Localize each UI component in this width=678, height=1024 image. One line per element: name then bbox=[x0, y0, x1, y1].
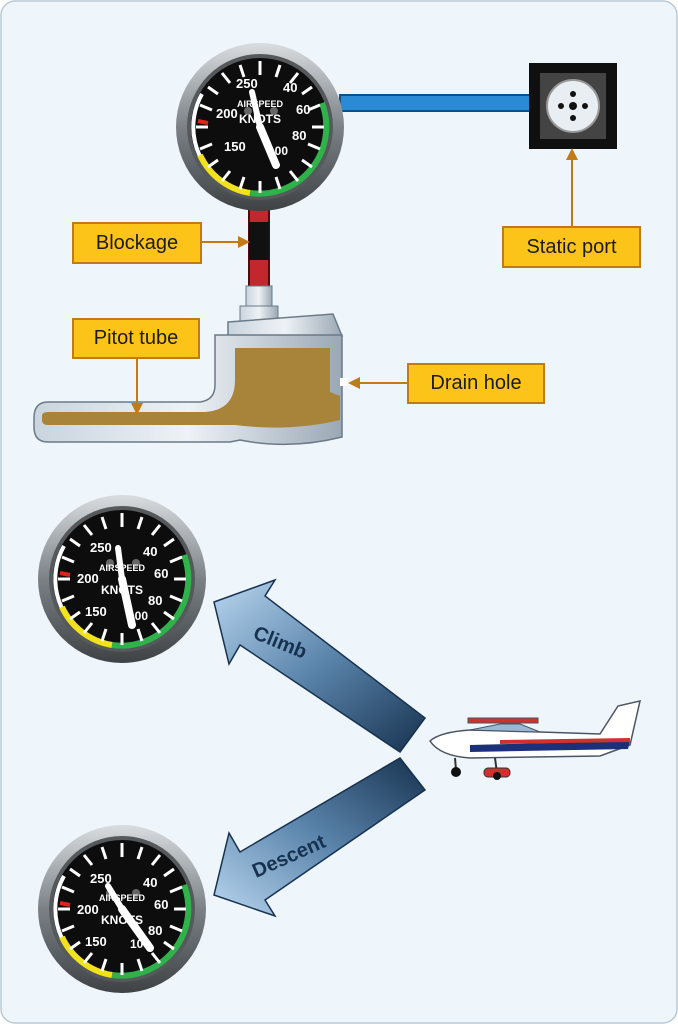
tick-label-150: 150 bbox=[224, 139, 246, 154]
gauge-unit: KNOTS bbox=[101, 583, 143, 597]
airspeed-indicator-descent: 250 40 60 80 100 150 200 AIRSPEED KNOTS bbox=[38, 825, 206, 993]
tick-label-250: 250 bbox=[90, 871, 112, 886]
airspeed-indicator-top: 250 40 60 80 100 150 200 AIRSPEED KNOTS bbox=[176, 43, 344, 211]
airplane bbox=[429, 700, 641, 780]
gauge-title: AIRSPEED bbox=[99, 893, 146, 903]
static-port bbox=[529, 63, 617, 149]
tick-label-150: 150 bbox=[85, 934, 107, 949]
drain-hole-opening bbox=[340, 378, 348, 386]
tick-label-100: 100 bbox=[130, 937, 150, 951]
gauge-title: AIRSPEED bbox=[99, 563, 146, 573]
airspeed-indicator-climb: 250 40 60 80 100 150 200 AIRSPEED KNOTS bbox=[38, 495, 206, 663]
tick-label-100: 100 bbox=[268, 144, 288, 158]
descent-arrow bbox=[213, 757, 427, 918]
tick-label-200: 200 bbox=[216, 106, 238, 121]
pitot-tube-label: Pitot tube bbox=[72, 318, 200, 359]
tick-label-40: 40 bbox=[283, 80, 297, 95]
tick-label-40: 40 bbox=[143, 544, 157, 559]
tick-label-250: 250 bbox=[90, 540, 112, 555]
callout-arrows-top bbox=[131, 148, 578, 415]
tick-label-200: 200 bbox=[77, 902, 99, 917]
needle-top bbox=[249, 89, 263, 130]
climb-arrow bbox=[213, 578, 427, 754]
tick-label-80: 80 bbox=[292, 128, 306, 143]
tick-label-80: 80 bbox=[148, 923, 162, 938]
tick-label-150: 150 bbox=[85, 604, 107, 619]
tick-label-100: 100 bbox=[128, 609, 148, 623]
drain-hole-label: Drain hole bbox=[407, 363, 545, 404]
tick-label-60: 60 bbox=[296, 102, 310, 117]
tick-label-60: 60 bbox=[154, 566, 168, 581]
blockage-segment bbox=[249, 222, 269, 260]
gauge-title: AIRSPEED bbox=[237, 99, 284, 109]
static-port-label: Static port bbox=[502, 226, 641, 268]
gauge-unit: KNOTS bbox=[239, 112, 281, 126]
blockage-label: Blockage bbox=[72, 222, 202, 264]
tick-label-250: 250 bbox=[236, 76, 258, 91]
pitot-tube-body bbox=[33, 285, 348, 446]
pitot-line bbox=[248, 191, 270, 289]
tick-label-60: 60 bbox=[154, 897, 168, 912]
tick-label-80: 80 bbox=[148, 593, 162, 608]
tick-label-200: 200 bbox=[77, 571, 99, 586]
static-line bbox=[339, 94, 536, 112]
gauge-unit: KNOTS bbox=[101, 913, 143, 927]
tick-label-40: 40 bbox=[143, 875, 157, 890]
